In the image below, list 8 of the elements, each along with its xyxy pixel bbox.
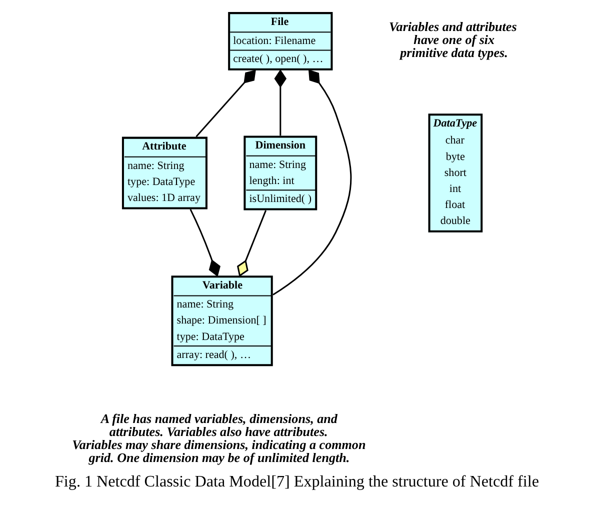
- caption: Fig. 1 Netcdf Classic Data Model[7] Explaining the structure of Netcdf file: [55, 474, 539, 491]
- connector: [274, 69, 287, 136]
- label: Variables and attributes have one of six primitive data types.: [389, 19, 517, 60]
- label: A file has named variables, dimensions, and attributes. Variables also have attributes. Variables may share dimensions, indicating a common grid. One dimension may be of unlimited length.: [72, 410, 366, 466]
- connector: [196, 70, 256, 138]
- connector: [272, 69, 352, 296]
- connector: [236, 210, 267, 277]
- connector: [190, 209, 220, 277]
